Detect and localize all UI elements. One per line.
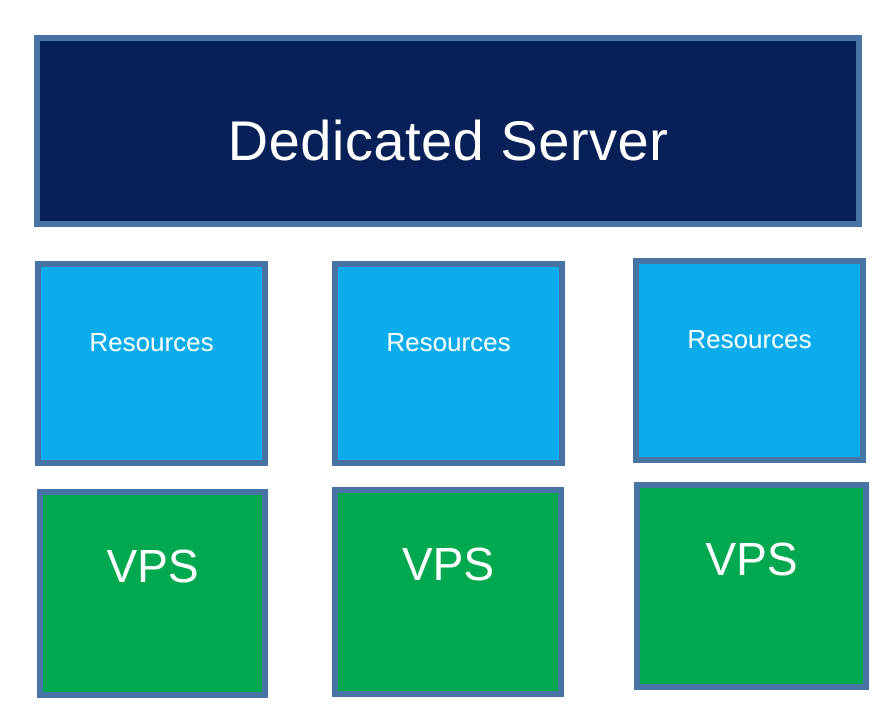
- resources-label-3: Resources: [687, 324, 812, 354]
- dedicated-server-label: Dedicated Server: [227, 109, 669, 172]
- vps-box-3: VPS: [634, 482, 869, 690]
- resources-box-1: Resources: [35, 261, 268, 466]
- resources-box-3: Resources: [633, 258, 866, 463]
- vps-box-1: VPS: [37, 489, 268, 698]
- resources-label-1: Resources: [89, 327, 214, 357]
- resources-label-2: Resources: [386, 327, 511, 357]
- vps-box-2: VPS: [332, 487, 564, 697]
- resources-box-2: Resources: [332, 261, 565, 466]
- vps-label-2: VPS: [401, 538, 495, 590]
- dedicated-server-box: Dedicated Server: [34, 35, 862, 227]
- vps-label-3: VPS: [705, 533, 798, 585]
- vps-label-1: VPS: [106, 540, 199, 592]
